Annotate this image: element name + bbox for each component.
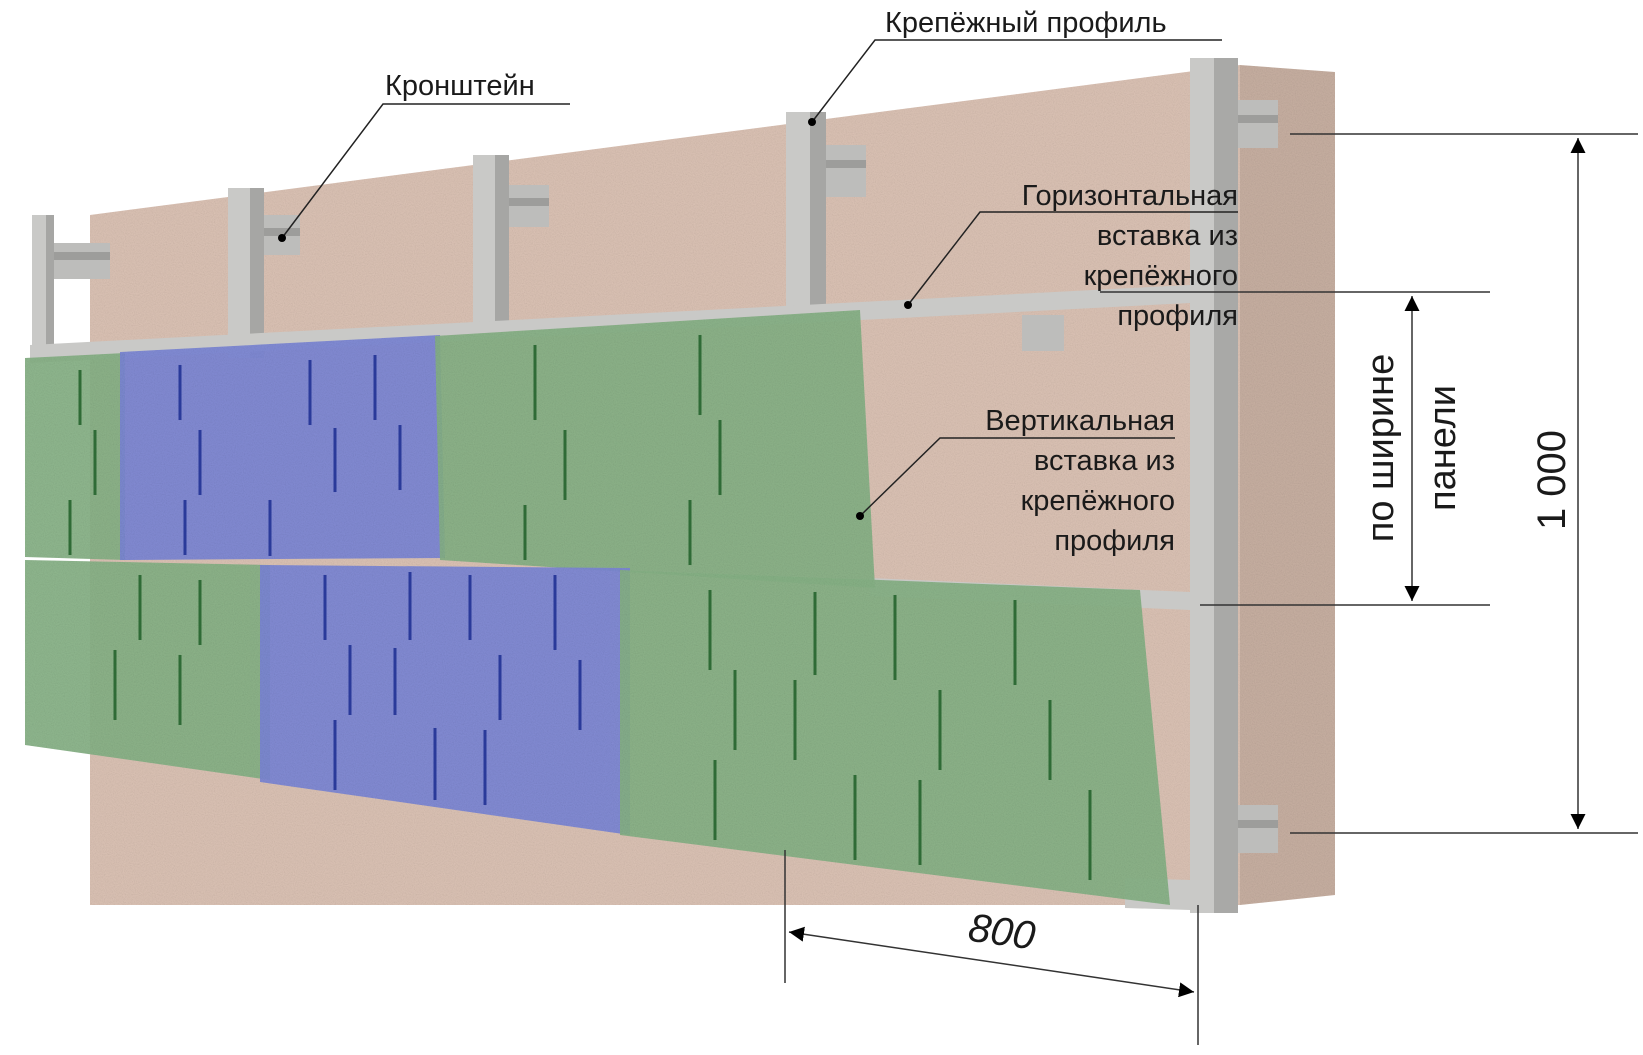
callout-mounting-profile-label: Крепёжный профиль [885, 7, 1167, 39]
vertical-insert-line-4: профиля [1054, 525, 1175, 557]
vertical-insert-line-2: вставка из [1034, 445, 1175, 477]
panel-row-lower [25, 560, 1170, 905]
panel-width-line-1: по ширине [1360, 354, 1402, 542]
callout-horizontal-insert: Горизонтальная вставка из крепёжного про… [904, 180, 1238, 332]
dimension-span [784, 850, 1199, 1045]
panel-green [25, 560, 270, 780]
panel-joints [68, 335, 1092, 880]
panel-blue [260, 565, 630, 835]
callout-bracket-label: Кронштейн [385, 70, 535, 102]
callout-dot-icon [808, 118, 816, 126]
dimension-height [1290, 133, 1638, 834]
bracket-icon [1238, 805, 1278, 853]
panel-green [620, 570, 1170, 905]
dimension-height-value: 1 000 [1530, 430, 1574, 530]
vertical-insert-line-1: Вертикальная [985, 405, 1175, 437]
callout-mounting-profile: Крепёжный профиль [808, 7, 1222, 126]
horizontal-insert-line-3: крепёжного [1084, 260, 1238, 292]
horizontal-insert-line-2: вставка из [1097, 220, 1238, 252]
callout-vertical-insert: Вертикальная вставка из крепёжного профи… [856, 405, 1175, 557]
horizontal-insert-line-4: профиля [1117, 300, 1238, 332]
bracket-icon [826, 145, 866, 197]
bracket-icon [1238, 100, 1278, 148]
callout-dot-icon [278, 234, 286, 242]
panel-green [25, 353, 125, 560]
bracket-icon [509, 185, 549, 227]
panel-width-line-2: панели [1422, 385, 1464, 511]
panel-row-upper [25, 310, 875, 588]
bracket-icon [54, 243, 110, 279]
callout-dot-icon [904, 301, 912, 309]
dimension-span-value: 800 [966, 906, 1038, 959]
panel-green [435, 310, 875, 588]
vertical-insert-line-3: крепёжного [1021, 485, 1175, 517]
wall-side [1240, 65, 1335, 905]
horizontal-insert-line-1: Горизонтальная [1022, 180, 1238, 212]
mounting-profiles [32, 58, 1238, 913]
callout-dot-icon [856, 512, 864, 520]
callout-bracket: Кронштейн [278, 70, 570, 242]
bracket-icon [1022, 315, 1064, 351]
dimension-panel-width [1100, 291, 1490, 606]
panel-blue [120, 335, 445, 560]
